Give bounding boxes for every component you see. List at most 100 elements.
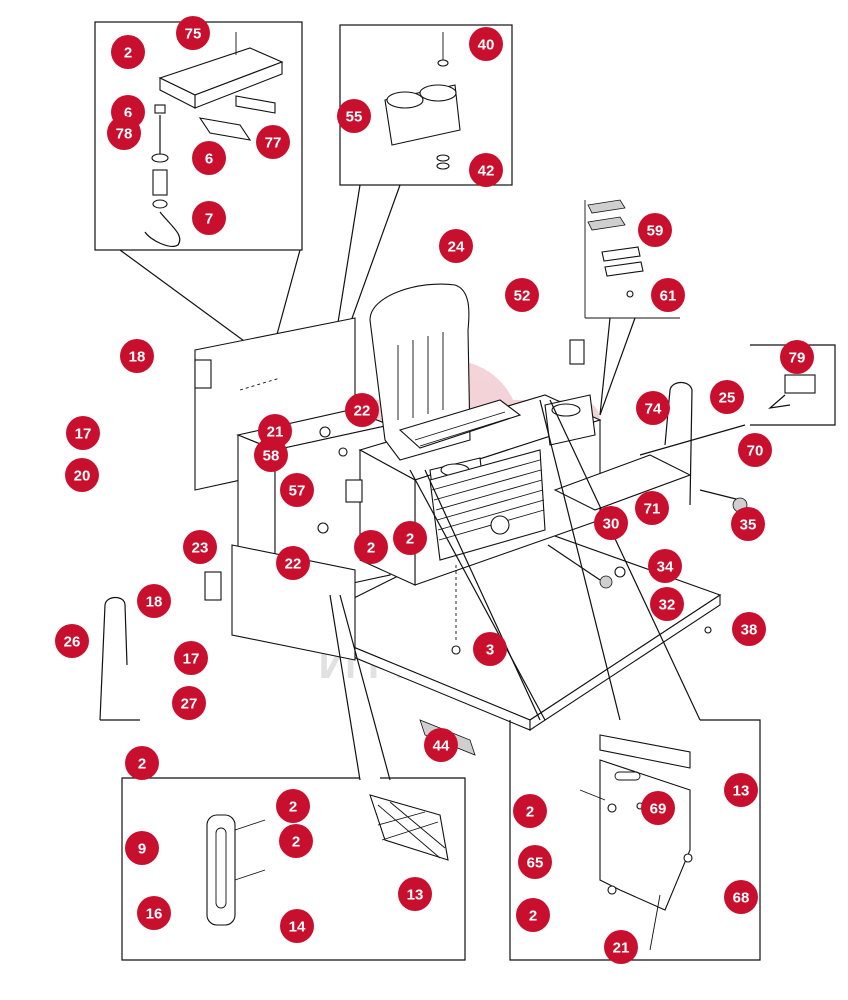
callout-9: 9 xyxy=(125,831,159,865)
callout-42: 42 xyxy=(469,153,503,187)
callout-22: 22 xyxy=(345,393,379,427)
callout-number: 17 xyxy=(75,426,92,443)
callout-marker xyxy=(738,433,772,467)
callout-75: 75 xyxy=(176,16,210,50)
callout-number: 17 xyxy=(183,651,200,668)
callout-marker xyxy=(172,686,206,720)
callout-number: 71 xyxy=(644,501,661,518)
callout-marker xyxy=(55,624,89,658)
callout-25: 25 xyxy=(710,380,744,414)
callout-number: 34 xyxy=(657,559,674,576)
callout-number: 13 xyxy=(733,783,750,800)
callout-marker xyxy=(120,339,154,373)
callout-marker xyxy=(641,791,675,825)
callout-number: 3 xyxy=(486,642,494,659)
callout-marker xyxy=(513,794,547,828)
callout-71: 71 xyxy=(635,491,669,525)
detail-box-bracket xyxy=(509,719,761,961)
callout-marker xyxy=(254,438,288,472)
callout-marker xyxy=(635,491,669,525)
callout-marker xyxy=(111,35,145,69)
callout-number: 30 xyxy=(603,516,620,533)
callout-24: 24 xyxy=(439,229,473,263)
callout-marker xyxy=(354,530,388,564)
callout-23: 23 xyxy=(183,530,217,564)
callout-44: 44 xyxy=(424,728,458,762)
callout-marker xyxy=(192,201,226,235)
callout-marker xyxy=(280,473,314,507)
callout-2: 2 xyxy=(279,824,313,858)
callout-40: 40 xyxy=(469,27,503,61)
callout-marker xyxy=(183,530,217,564)
callout-17: 17 xyxy=(174,641,208,675)
callout-79: 79 xyxy=(780,340,814,374)
callout-number: 2 xyxy=(526,804,534,821)
callout-marker xyxy=(345,393,379,427)
callout-68: 68 xyxy=(724,880,758,914)
callout-2: 2 xyxy=(516,898,550,932)
callout-marker xyxy=(594,506,628,540)
callout-marker xyxy=(137,584,171,618)
callout-number: 61 xyxy=(660,288,677,305)
callout-number: 14 xyxy=(289,919,306,936)
callout-2: 2 xyxy=(513,794,547,828)
callout-marker xyxy=(724,880,758,914)
callout-marker xyxy=(651,278,685,312)
callout-number: 2 xyxy=(406,531,414,548)
callout-marker xyxy=(638,213,672,247)
callout-marker xyxy=(424,728,458,762)
callout-35: 35 xyxy=(731,507,765,541)
callout-marker xyxy=(174,641,208,675)
callout-number: 79 xyxy=(789,350,806,367)
callout-number: 24 xyxy=(448,239,465,256)
callout-number: 35 xyxy=(740,517,757,534)
callout-65: 65 xyxy=(518,845,552,879)
callout-number: 18 xyxy=(129,349,146,366)
callout-number: 2 xyxy=(292,834,300,851)
callout-27: 27 xyxy=(172,686,206,720)
callout-6: 6 xyxy=(192,141,226,175)
callout-number: 22 xyxy=(354,403,371,420)
callout-marker xyxy=(107,116,141,150)
callout-number: 22 xyxy=(285,556,302,573)
callout-22: 22 xyxy=(276,546,310,580)
callout-marker xyxy=(256,125,290,159)
callout-marker xyxy=(276,789,310,823)
callout-marker xyxy=(650,587,684,621)
callout-marker xyxy=(125,831,159,865)
callout-number: 55 xyxy=(346,109,363,126)
callout-77: 77 xyxy=(256,125,290,159)
callout-number: 78 xyxy=(116,126,133,143)
callout-number: 74 xyxy=(645,401,662,418)
callout-number: 23 xyxy=(192,540,209,557)
callout-number: 32 xyxy=(659,597,676,614)
callout-17: 17 xyxy=(66,416,100,450)
callout-number: 6 xyxy=(124,105,132,122)
callout-70: 70 xyxy=(738,433,772,467)
callout-marker xyxy=(137,896,171,930)
callout-7: 7 xyxy=(192,201,226,235)
callout-number: 42 xyxy=(478,163,495,180)
callout-marker xyxy=(337,99,371,133)
callout-2: 2 xyxy=(111,35,145,69)
callout-number: 13 xyxy=(407,887,424,904)
callout-13: 13 xyxy=(724,773,758,807)
callout-marker xyxy=(724,773,758,807)
callout-34: 34 xyxy=(648,549,682,583)
callout-marker xyxy=(176,16,210,50)
callout-marker xyxy=(279,824,313,858)
callout-number: 2 xyxy=(124,45,132,62)
callout-marker xyxy=(66,416,100,450)
callout-marker xyxy=(780,340,814,374)
callout-number: 7 xyxy=(205,211,213,228)
callout-marker xyxy=(473,632,507,666)
callout-number: 57 xyxy=(289,483,306,500)
callout-20: 20 xyxy=(65,458,99,492)
callout-30: 30 xyxy=(594,506,628,540)
callout-marker xyxy=(192,141,226,175)
callout-number: 58 xyxy=(263,448,280,465)
callout-marker xyxy=(469,27,503,61)
callout-32: 32 xyxy=(650,587,684,621)
callout-marker xyxy=(604,930,638,964)
callout-number: 38 xyxy=(741,622,758,639)
